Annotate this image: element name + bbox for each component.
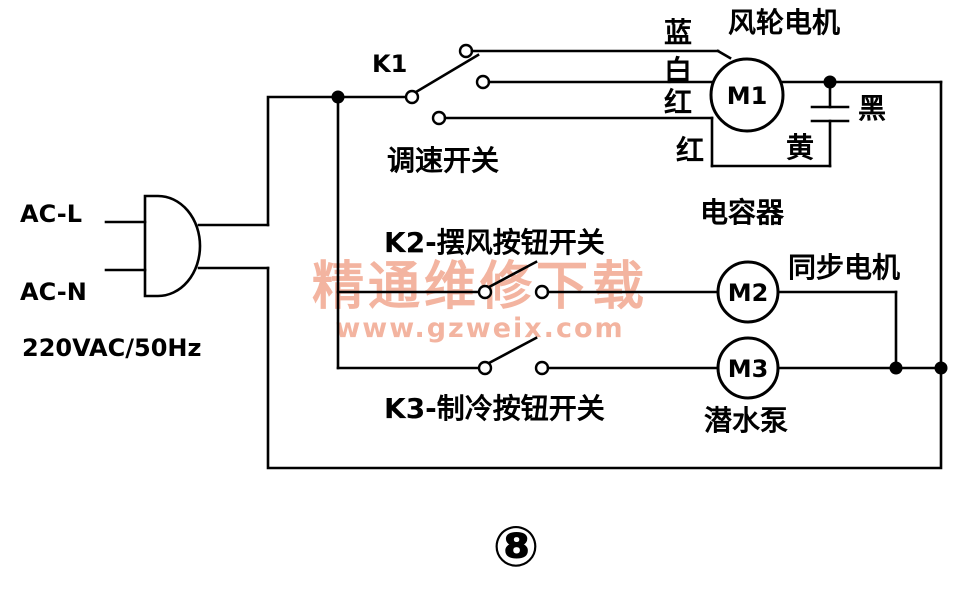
wire-yellow-label: 黄	[786, 131, 814, 164]
figure-number: ⑧	[492, 515, 539, 580]
k1-label: K1	[372, 50, 407, 78]
ac-n-label: AC-N	[20, 278, 87, 306]
power-plug	[104, 194, 270, 298]
watermark-url: www.gzweix.com	[335, 313, 624, 344]
cooling-circuit	[477, 336, 943, 400]
m3-label: M3	[728, 355, 769, 383]
wire-black-label: 黑	[858, 92, 886, 125]
wire-white-label: 白	[664, 54, 692, 87]
fan-motor-m1	[709, 49, 943, 370]
capacitor-label: 电容器	[700, 196, 785, 229]
k3-label: K3-制冷按钮开关	[384, 392, 605, 425]
wire-red-top-label: 红	[664, 86, 692, 119]
speed-switch-label: 调速开关	[387, 144, 499, 177]
supply-rating-label: 220VAC/50Hz	[22, 334, 201, 362]
wire-red-bottom-label: 红	[676, 134, 704, 167]
fan-motor-title: 风轮电机	[728, 6, 840, 39]
sync-motor-label: 同步电机	[788, 251, 900, 284]
m2-label: M2	[728, 279, 769, 307]
m1-label: M1	[727, 82, 768, 110]
speed-switch-k1	[404, 43, 720, 126]
pump-label: 潜水泵	[704, 404, 788, 437]
swing-circuit	[477, 260, 898, 370]
junction-nodes	[331, 75, 948, 375]
watermark-cn: 精通维修下载	[312, 257, 648, 317]
main-wiring	[266, 95, 943, 470]
watermark: 精通维修下载 www.gzweix.com	[312, 257, 648, 344]
ac-l-label: AC-L	[20, 200, 82, 228]
wire-blue-label: 蓝	[664, 16, 692, 49]
k2-label: K2-摆风按钮开关	[384, 226, 605, 259]
